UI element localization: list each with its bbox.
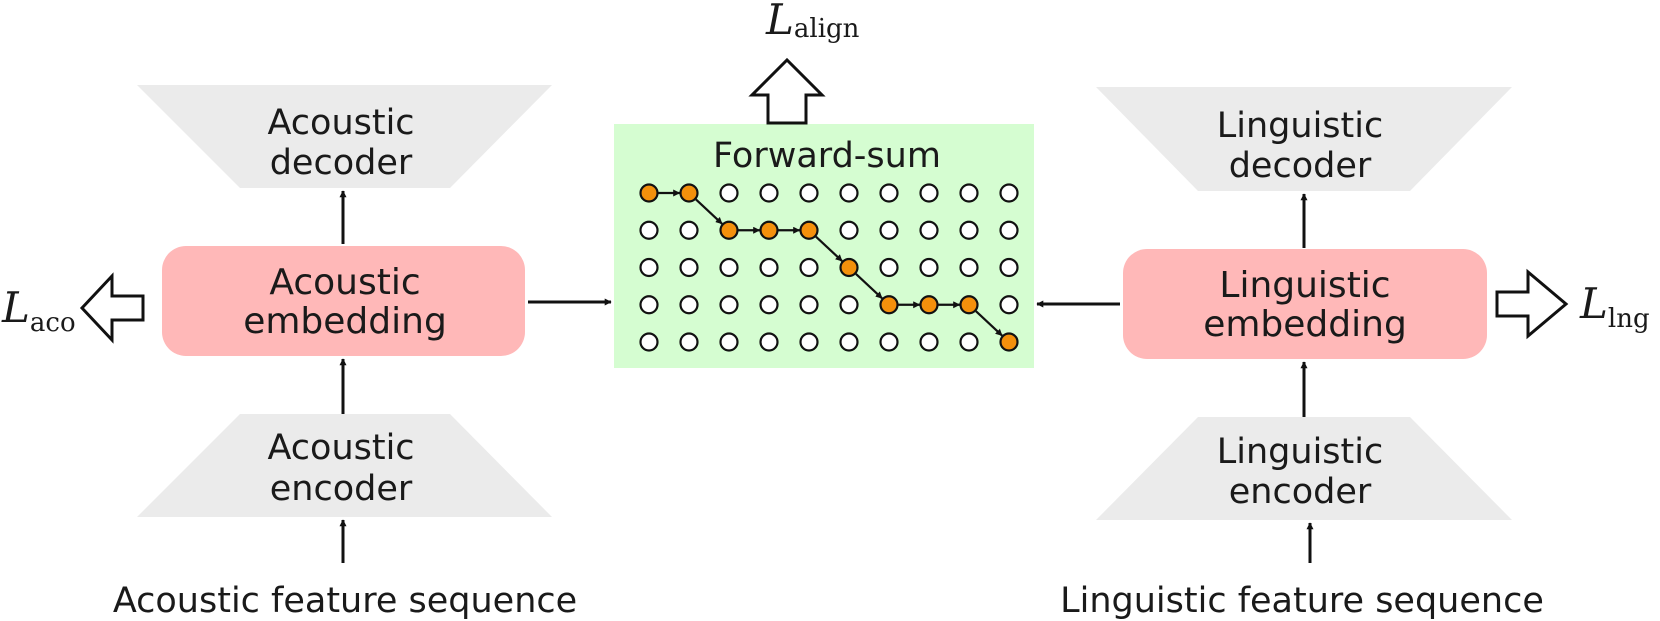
- alignment-path-node: [639, 183, 659, 203]
- alignment-node: [999, 295, 1019, 315]
- alignment-node: [639, 332, 659, 352]
- linguistic-embedding: Linguistic embedding: [1123, 249, 1487, 359]
- alignment-node: [759, 257, 779, 278]
- alignment-node: [959, 257, 979, 278]
- alignment-node: [999, 257, 1019, 278]
- linguistic-decoder: Linguistic decoder: [1096, 87, 1512, 191]
- acoustic-encoder-line1: Acoustic: [267, 428, 414, 468]
- alignment-node: [679, 295, 699, 315]
- alignment-path-node: [959, 295, 979, 315]
- acoustic-embedding-line1: Acoustic: [269, 262, 420, 303]
- alignment-node: [959, 332, 979, 352]
- alignment-node: [919, 257, 939, 278]
- alignment-node: [839, 332, 859, 352]
- acoustic-decoder-line1: Acoustic: [267, 103, 414, 143]
- alignment-node: [919, 332, 939, 352]
- alignment-node: [799, 332, 819, 352]
- alignment-node: [719, 295, 739, 315]
- alignment-loss-subscript: align: [794, 14, 860, 44]
- alignment-node: [919, 220, 939, 240]
- acoustic-loss-arrow: [79, 272, 145, 344]
- alignment-node: [919, 183, 939, 203]
- alignment-title: Forward-sum: [713, 136, 941, 176]
- alignment-node: [839, 220, 859, 240]
- acoustic-encoder-line2: encoder: [270, 469, 413, 509]
- alignment-node: [799, 257, 819, 278]
- acoustic-embedding-line2: embedding: [243, 301, 447, 342]
- alignment-path-node: [679, 183, 699, 203]
- linguistic-loss-symbol: L: [1579, 279, 1608, 328]
- alignment-node: [839, 183, 859, 203]
- linguistic-encoder: Linguistic encoder: [1096, 417, 1512, 520]
- alignment-path-node: [839, 257, 859, 278]
- alignment-path-node: [879, 295, 899, 315]
- acoustic-decoder-line2: decoder: [270, 143, 413, 183]
- linguistic-loss-subscript: lng: [1608, 304, 1650, 334]
- alignment-node: [879, 257, 899, 278]
- linguistic-decoder-line1: Linguistic: [1217, 106, 1383, 146]
- linguistic-embedding-line1: Linguistic: [1219, 265, 1390, 306]
- alignment-panel: [614, 124, 1034, 368]
- alignment-node: [719, 183, 739, 203]
- alignment-node: [879, 220, 899, 240]
- alignment-node: [879, 183, 899, 203]
- alignment-node: [759, 295, 779, 315]
- alignment-node: [759, 332, 779, 352]
- acoustic-embedding: Acoustic embedding: [162, 246, 525, 356]
- alignment-node: [639, 220, 659, 240]
- acoustic-loss-symbol: L: [1, 283, 30, 332]
- alignment-node: [999, 183, 1019, 203]
- alignment-node: [639, 295, 659, 315]
- linguistic-loss: Llng: [1579, 279, 1650, 334]
- alignment-grid: [639, 183, 1019, 352]
- alignment-loss-symbol: L: [765, 0, 794, 44]
- path-arrow: [815, 235, 843, 262]
- alignment-loss: Lalign: [765, 0, 860, 44]
- alignment-node: [999, 220, 1019, 240]
- alignment-node: [839, 295, 859, 315]
- acoustic-decoder: Acoustic decoder: [137, 85, 552, 188]
- alignment-node: [679, 257, 699, 278]
- linguistic-decoder-line2: decoder: [1229, 146, 1372, 186]
- acoustic-input-label: Acoustic feature sequence: [113, 581, 577, 621]
- acoustic-loss: Laco: [1, 283, 76, 338]
- alignment-node: [679, 332, 699, 352]
- linguistic-encoder-line2: encoder: [1229, 472, 1372, 512]
- alignment-path-node: [799, 220, 819, 240]
- alignment-node: [719, 332, 739, 352]
- alignment-node: [679, 220, 699, 240]
- alignment-path-node: [719, 220, 739, 240]
- linguistic-encoder-line1: Linguistic: [1217, 432, 1383, 472]
- path-arrow: [855, 273, 883, 300]
- alignment-node: [719, 257, 739, 278]
- path-arrow: [975, 310, 1003, 337]
- alignment-loss-arrow: [748, 57, 826, 125]
- alignment-path-node: [759, 220, 779, 240]
- alignment-node: [879, 332, 899, 352]
- acoustic-encoder: Acoustic encoder: [137, 414, 552, 517]
- path-arrow: [695, 198, 723, 225]
- alignment-node: [959, 220, 979, 240]
- alignment-node: [759, 183, 779, 203]
- linguistic-input-label: Linguistic feature sequence: [1060, 581, 1544, 621]
- linguistic-loss-arrow: [1495, 268, 1569, 340]
- linguistic-embedding-line2: embedding: [1203, 304, 1407, 345]
- alignment-node: [639, 257, 659, 278]
- alignment-path-node: [999, 332, 1019, 352]
- alignment-node: [799, 183, 819, 203]
- alignment-node: [959, 183, 979, 203]
- alignment-path-node: [919, 295, 939, 315]
- acoustic-loss-subscript: aco: [30, 308, 76, 338]
- alignment-node: [799, 295, 819, 315]
